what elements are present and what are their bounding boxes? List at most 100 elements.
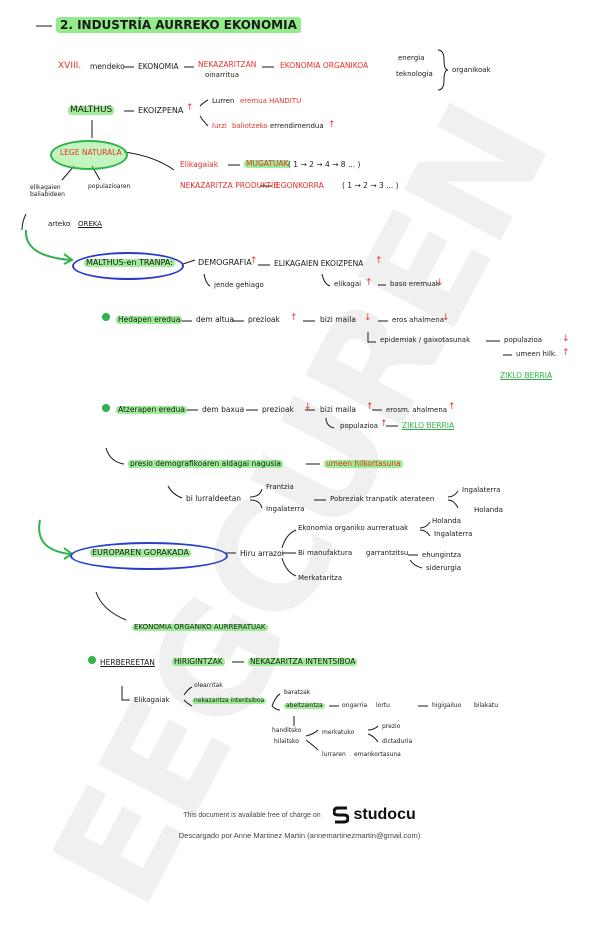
umeen-up-arrow: ↑ [562, 348, 570, 358]
malthus-tranpa-label: MALTHUS-en TRANPA: [84, 258, 175, 267]
sequence-1: ( 1 → 2 → 4 → 8 ... ) [288, 160, 361, 169]
ingalaterra-label: Ingalaterra [266, 505, 305, 513]
teknologia-label: teknologia [396, 70, 433, 78]
populazioa-label: populazioa [504, 336, 543, 344]
studocu-logo-icon [332, 806, 350, 824]
bi-lurraldeetan-label: bi lurraldeetan [186, 494, 242, 503]
bilakatu-label: bilakatu [474, 702, 499, 709]
dem-baxua-label: dem baxua [202, 405, 245, 414]
ekoizpena-up-arrow: ↑ [186, 103, 194, 113]
herbereetan-label: HERBEREETAN [100, 658, 155, 667]
ekoizpena-up-arrow-2: ↑ [375, 256, 383, 266]
prezioak-2-down-arrow: ↓ [304, 402, 312, 412]
jende-gehiago-label: jende gehiago [214, 281, 264, 289]
lurren-label: Lurren [212, 97, 235, 105]
sequence-2: ( 1 → 2 → 3 ... ) [342, 181, 399, 190]
demografia-label: DEMOGRAFIA [198, 258, 252, 267]
bullet-hedapen [102, 313, 110, 321]
ekonomia-organikoa-label: EKONOMIA ORGANIKOA [280, 61, 369, 70]
studocu-brand[interactable]: studocu [353, 806, 416, 823]
pobrezia-label: Pobreziak tranpatik aterateen [330, 495, 435, 503]
elikagaiak-5-label: Elikagaiak [134, 696, 170, 704]
lurraren-label: lurraren [322, 751, 346, 758]
ziklo-berria-2-label: ZIKLO BERRIA [402, 421, 455, 430]
ingalaterra-3-label: Ingalaterra [434, 530, 473, 538]
baratzak-label: baratzak [284, 689, 311, 696]
ekonomia-label: EKONOMIA [138, 62, 179, 71]
prezio-label: prezio [382, 723, 401, 730]
elikagai-label: elikagai [334, 280, 362, 288]
hilaitsko-label: hilaitsko [274, 738, 299, 745]
populazioa-2-up-arrow: ↑ [380, 419, 388, 429]
eremua-handitu-label: eremua HANDITU [240, 97, 302, 105]
downloaded-by-text: Descargado por Anne Martinez Martin (ann… [178, 831, 421, 840]
presio-label: presio demografikoaren aldagai nagusia [128, 459, 283, 468]
elikagaien-baliabideen-label: elikagaien baliabideen [30, 184, 65, 199]
errendimendua-label: errendimendua [270, 122, 324, 130]
olearritak-label: olearritak [194, 682, 223, 689]
ziklo-berria-label: ZIKLO BERRIA [500, 371, 553, 380]
hirigintzak-label: HIRIGINTZAK [172, 657, 225, 666]
baso-down-arrow: ↓ [436, 278, 444, 288]
dictaduria-label: dictaduria [382, 738, 413, 745]
garrantzitsu-label: garrantzitsu [366, 549, 409, 557]
holanda-2-label: Holanda [432, 517, 461, 525]
ongarria-label: ongarria [342, 702, 368, 709]
bullet-atzerapen [102, 404, 110, 412]
abeltzaintza-label: abeltzaintza [284, 702, 325, 709]
lurzi-label: lurzi [212, 122, 227, 130]
malthus-tranpa-oval [72, 252, 184, 280]
organikoak-label: organikoak [452, 66, 491, 74]
lege-naturala-label: LEGE NATURALA [60, 148, 122, 157]
emankortasuna-label: emankortasuna [354, 751, 401, 758]
bullet-herbereetan [88, 656, 96, 664]
oinarritua-label: oinarritua [205, 71, 240, 79]
ekoizpena-label: EKOIZPENA [138, 106, 184, 115]
nekazaritza-int-label: nekazaritza intentsiboa [192, 697, 267, 704]
mendeko-label: mendeko [90, 62, 125, 71]
elikagaien-ekoizpena-label: ELIKAGAIEN EKOIZPENA [274, 259, 364, 268]
merkataritza-label: Merkataritza [298, 574, 343, 582]
erosm-up-arrow: ↑ [448, 402, 456, 412]
europaren-gorakada-label: EUROPAREN GORAKADA [90, 548, 191, 557]
elikagai-up-arrow: ↑ [365, 278, 373, 288]
nekazaritza-intentsiboa-label: NEKAZARITZA INTENTSIBOA [248, 657, 358, 666]
page-title: 2. INDUSTRÍA AURREKO EKONOMIA [56, 17, 301, 33]
dem-altua-label: dem altua [196, 315, 235, 324]
bizi-maila-down-arrow: ↓ [364, 313, 372, 323]
eros-down-arrow: ↓ [442, 313, 450, 323]
ehungintza-label: ehungintza [422, 551, 462, 559]
epidemiak-label: epidemiak / gaixotasunak [380, 336, 471, 344]
umeen-hilk-label: umeen hilk. [516, 350, 558, 358]
europaren-oval [70, 542, 228, 570]
erosm-ahalmena-label: erosm. ahalmena [386, 406, 448, 414]
prezioak-label: prezioak [248, 315, 280, 324]
nekazaritza-produktib-label: NEKAZARITZA PRODUKTIB. [180, 181, 281, 190]
umeen-hilkortasuna-label: umeen hilkortasuna [324, 459, 403, 468]
egonkorra-label: EGONKORRA [276, 181, 324, 190]
populazioa-2-label: populazioa [340, 422, 379, 430]
populazioaren-label: populazioaren [88, 183, 131, 190]
nekazaritzan-label: NEKAZARITZAN [198, 60, 257, 69]
holanda-label: Holanda [474, 506, 503, 514]
energia-label: energia [398, 54, 425, 62]
oreka-label: OREKA [78, 220, 103, 228]
baso-eremuak-label: baso eremuak [390, 280, 440, 288]
arteko-label: arteko [48, 220, 71, 228]
demografia-up-arrow: ↑ [250, 256, 258, 266]
prezioak-2-label: prezioak [262, 405, 294, 414]
bizi-maila-label: bizi maila [320, 315, 356, 324]
bizi-maila-2-up-arrow: ↑ [366, 402, 374, 412]
populazioa-down-arrow: ↓ [562, 334, 570, 344]
bizi-maila-2-label: bizi maila [320, 405, 356, 414]
xviii-label: XVIII. [58, 61, 82, 71]
mugatuak-label: MUGATUAK [244, 159, 291, 168]
baliotzeko-label: baliotzeko [232, 122, 268, 130]
elikagaiak-label: Elikagaiak [180, 160, 219, 169]
ekonomia-organiko-aurreratuak-label: EKONOMIA ORGANIKO AURRERATUAK [132, 623, 268, 631]
footer-available-text: This document is available free of charg… [183, 811, 321, 819]
lege-naturala-oval [50, 140, 128, 170]
merkatuko-label: merkatuko [322, 729, 355, 736]
green-arrow-1 [24, 229, 74, 265]
ek-org-aurreratuak-label: Ekonomia organiko aurreratuak [298, 524, 409, 532]
